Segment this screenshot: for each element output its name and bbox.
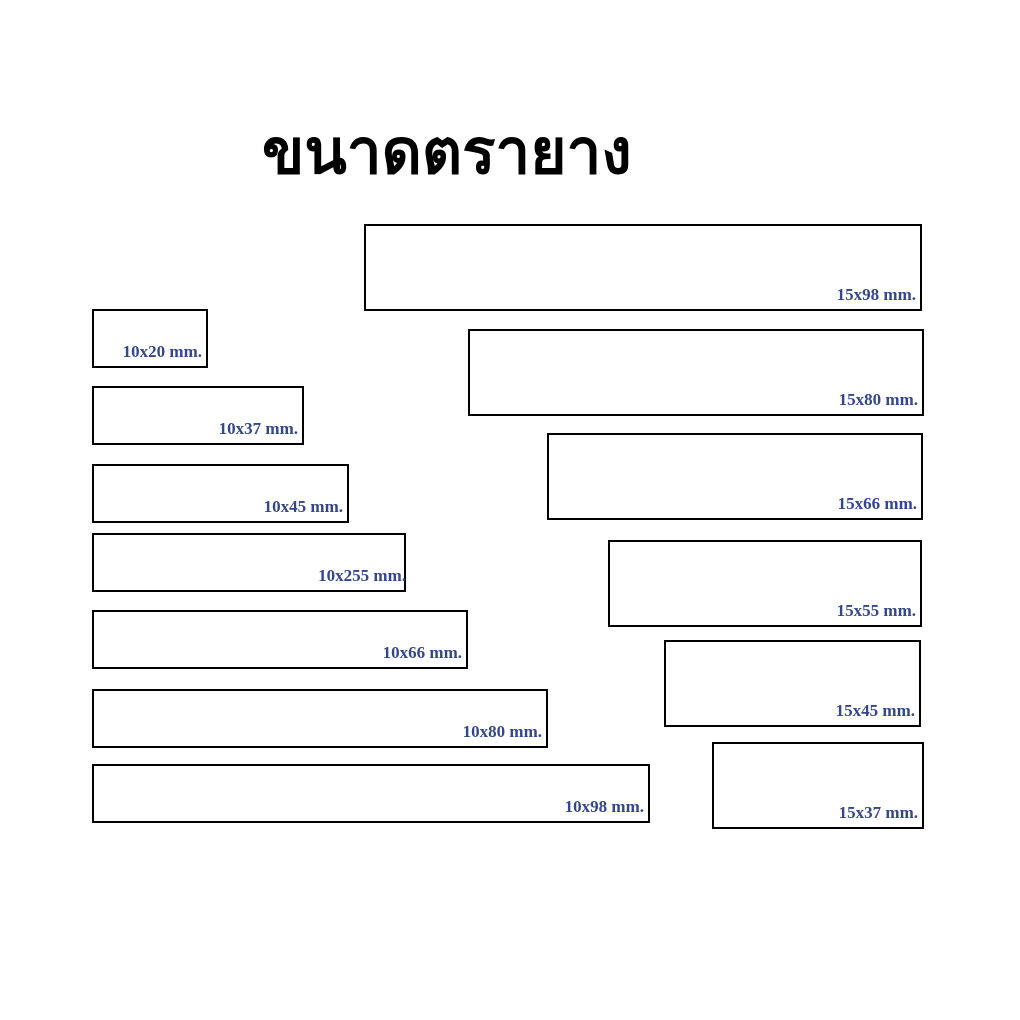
stamp-size-label: 10x37 mm. — [218, 419, 298, 438]
stamp-size-label: 15x66 mm. — [837, 494, 917, 513]
stamp-15x55: 15x55 mm. — [608, 540, 922, 627]
stamp-15x45: 15x45 mm. — [664, 640, 921, 727]
stamp-size-label: 10x255 mm. — [318, 566, 406, 585]
stamp-15x80: 15x80 mm. — [468, 329, 924, 416]
stamp-size-label: 15x55 mm. — [836, 601, 916, 620]
stamp-15x37: 15x37 mm. — [712, 742, 924, 829]
stamp-size-label: 10x20 mm. — [122, 342, 202, 361]
stamp-size-label: 15x80 mm. — [838, 390, 918, 409]
stamp-size-label: 15x37 mm. — [838, 803, 918, 822]
stamp-10x80: 10x80 mm. — [92, 689, 548, 748]
stamp-10x37: 10x37 mm. — [92, 386, 304, 445]
stamp-size-label: 10x45 mm. — [263, 497, 343, 516]
stamp-10x255: 10x255 mm. — [92, 533, 406, 592]
stamp-10x45: 10x45 mm. — [92, 464, 349, 523]
stamp-10x20: 10x20 mm. — [92, 309, 208, 368]
page-title: ขนาดตรายาง — [262, 115, 632, 188]
stamp-15x66: 15x66 mm. — [547, 433, 923, 520]
stamp-10x66: 10x66 mm. — [92, 610, 468, 669]
stamp-size-label: 10x80 mm. — [462, 722, 542, 741]
stamp-size-label: 10x98 mm. — [564, 797, 644, 816]
stamp-size-label: 15x45 mm. — [835, 701, 915, 720]
stamp-size-label: 15x98 mm. — [836, 285, 916, 304]
stamp-15x98: 15x98 mm. — [364, 224, 922, 311]
stamp-10x98: 10x98 mm. — [92, 764, 650, 823]
stamp-size-label: 10x66 mm. — [382, 643, 462, 662]
